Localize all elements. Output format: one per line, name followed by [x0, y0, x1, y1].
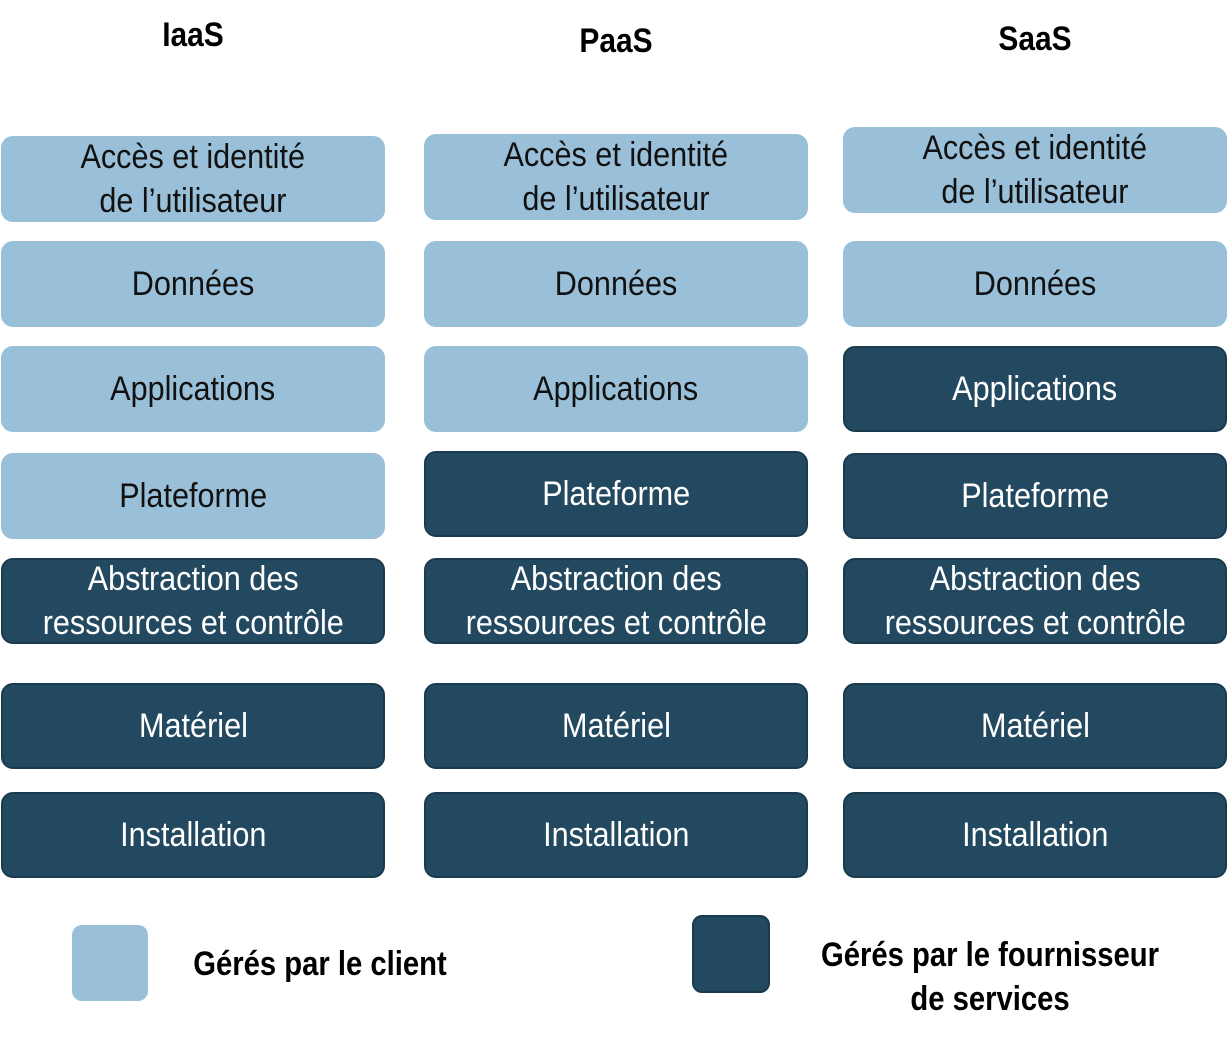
layer-label-line: de l’utilisateur — [941, 173, 1129, 211]
layer-iaas-1: Accès et identité de l’utilisateur — [1, 136, 385, 222]
legend-provider-line-2: de services — [910, 980, 1070, 1018]
layer-label-line: Accès et identité — [80, 138, 306, 176]
layer-saas-5: Abstraction des ressources et contrôle — [843, 558, 1227, 644]
layer-label-line: Données — [131, 265, 255, 303]
layer-label-line: Données — [973, 265, 1097, 303]
layer-saas-1: Accès et identité de l’utilisateur — [843, 127, 1227, 213]
layer-paas-2: Données — [424, 241, 808, 327]
layer-label-line: Matériel — [138, 707, 248, 745]
layer-label-line: Plateforme — [961, 477, 1109, 515]
column-title-iaas: IaaS — [162, 16, 224, 54]
layer-iaas-7: Installation — [1, 792, 385, 878]
layer-label-line: Applications — [110, 370, 276, 408]
legend-client-swatch — [72, 925, 148, 1001]
layer-label-line: Installation — [119, 816, 267, 854]
column-title-saas: SaaS — [998, 20, 1072, 58]
legend-provider-label: Gérés par le fournisseur de services — [780, 933, 1200, 1021]
layer-paas-7: Installation — [424, 792, 808, 878]
layer-label-line: Accès et identité — [922, 129, 1148, 167]
legend-provider-swatch — [692, 915, 770, 993]
legend-client-line-1: Gérés par le client — [193, 945, 447, 983]
layer-label-line: Abstraction des — [510, 560, 722, 598]
layer-iaas-5: Abstraction des ressources et contrôle — [1, 558, 385, 644]
layer-saas-4: Plateforme — [843, 453, 1227, 539]
layer-saas-2: Données — [843, 241, 1227, 327]
layer-label-line: ressources et contrôle — [884, 604, 1186, 642]
legend-client-label: Gérés par le client — [150, 942, 490, 986]
layer-label-line: Abstraction des — [929, 560, 1141, 598]
layer-label-line: de l’utilisateur — [522, 180, 710, 218]
layer-label-line: ressources et contrôle — [465, 604, 767, 642]
layer-iaas-4: Plateforme — [1, 453, 385, 539]
layer-iaas-3: Applications — [1, 346, 385, 432]
layer-label-line: Installation — [961, 816, 1109, 854]
layer-saas-7: Installation — [843, 792, 1227, 878]
layer-label-line: Installation — [542, 816, 690, 854]
legend-provider-line-1: Gérés par le fournisseur — [820, 936, 1160, 974]
layer-label-line: Accès et identité — [503, 136, 729, 174]
layer-label-line: de l’utilisateur — [99, 182, 287, 220]
layer-saas-6: Matériel — [843, 683, 1227, 769]
layer-label-line: Plateforme — [119, 477, 267, 515]
layer-iaas-2: Données — [1, 241, 385, 327]
layer-label-line: Plateforme — [542, 475, 690, 513]
column-title-paas: PaaS — [579, 22, 653, 60]
layer-iaas-6: Matériel — [1, 683, 385, 769]
layer-paas-1: Accès et identité de l’utilisateur — [424, 134, 808, 220]
layer-paas-4: Plateforme — [424, 451, 808, 537]
layer-label-line: Applications — [952, 370, 1118, 408]
layer-label-line: Matériel — [561, 707, 671, 745]
layer-saas-3: Applications — [843, 346, 1227, 432]
layer-label-line: Applications — [533, 370, 699, 408]
layer-label-line: Données — [554, 265, 678, 303]
layer-paas-3: Applications — [424, 346, 808, 432]
layer-paas-5: Abstraction des ressources et contrôle — [424, 558, 808, 644]
layer-label-line: Abstraction des — [87, 560, 299, 598]
layer-label-line: ressources et contrôle — [42, 604, 344, 642]
layer-paas-6: Matériel — [424, 683, 808, 769]
layer-label-line: Matériel — [980, 707, 1090, 745]
